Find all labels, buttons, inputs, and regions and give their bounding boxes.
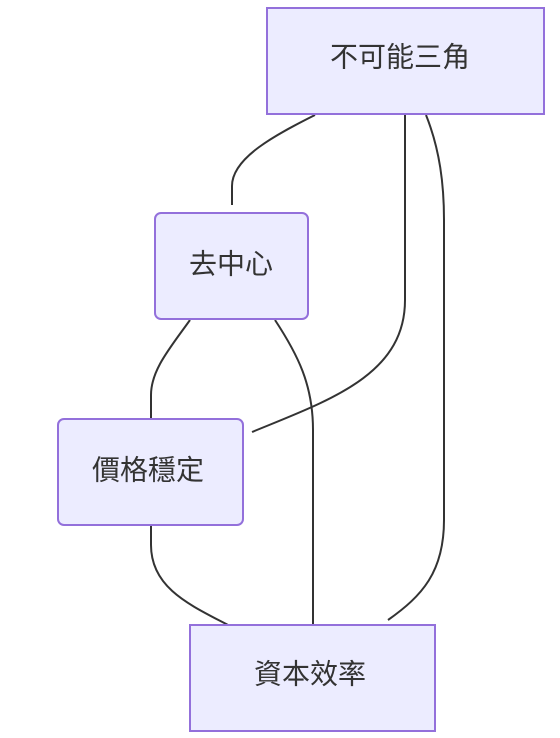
node-decentralization[interactable]: 去中心 (154, 212, 309, 320)
edge-decentralization-capital-efficiency (274, 319, 314, 625)
node-decentralization-label: 去中心 (189, 248, 273, 281)
node-price-stability-label: 價格穩定 (92, 454, 204, 487)
node-capital-efficiency-box (189, 624, 436, 732)
edge-decentralization-price-stability (150, 319, 191, 418)
node-trilemma-label: 不可能三角 (330, 41, 470, 74)
node-price-stability-box (57, 418, 244, 526)
edge-trilemma-capital-efficiency (387, 114, 445, 621)
edge-price-stability-capital-efficiency (150, 525, 229, 626)
edges (150, 114, 445, 626)
node-trilemma[interactable]: 不可能三角 (266, 7, 545, 115)
node-trilemma-box (266, 7, 545, 115)
node-capital-efficiency[interactable]: 資本效率 (189, 624, 436, 732)
node-decentralization-box (154, 212, 309, 320)
node-price-stability[interactable]: 價格穩定 (57, 418, 244, 526)
edge-trilemma-decentralization (231, 114, 316, 205)
edge-trilemma-price-stability (251, 115, 406, 433)
node-capital-efficiency-label: 資本效率 (254, 658, 366, 691)
